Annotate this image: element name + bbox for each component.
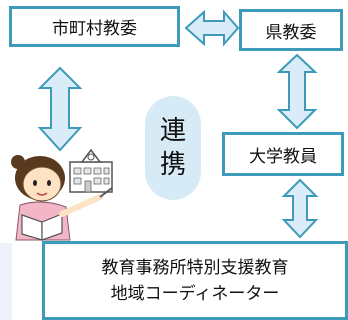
coordinator-label-line2: 地域コーディネーター bbox=[110, 283, 280, 304]
pref-board-box: 県教委 bbox=[239, 9, 343, 51]
arrow-city-down bbox=[37, 66, 83, 152]
university-box: 大学教員 bbox=[222, 132, 344, 176]
cooperation-oval: 連 携 bbox=[145, 96, 201, 200]
city-board-box: 市町村教委 bbox=[9, 6, 180, 47]
arrow-pref-univ bbox=[276, 53, 318, 130]
teacher-illustration-icon bbox=[11, 155, 113, 241]
background-strip bbox=[0, 243, 12, 320]
school-building-icon bbox=[69, 148, 113, 193]
coordinator-box: 教育事務所特別支援教育 地域コーディネーター bbox=[42, 241, 348, 320]
arrow-univ-coord bbox=[281, 178, 319, 239]
cooperation-char-1: 連 bbox=[159, 116, 186, 146]
cooperation-char-2: 携 bbox=[159, 150, 186, 180]
arrow-city-pref bbox=[184, 9, 240, 47]
city-board-label: 市町村教委 bbox=[52, 19, 137, 39]
pref-board-label: 県教委 bbox=[265, 22, 317, 43]
coordinator-label-line1: 教育事務所特別支援教育 bbox=[101, 257, 289, 278]
university-label: 大学教員 bbox=[249, 146, 317, 167]
